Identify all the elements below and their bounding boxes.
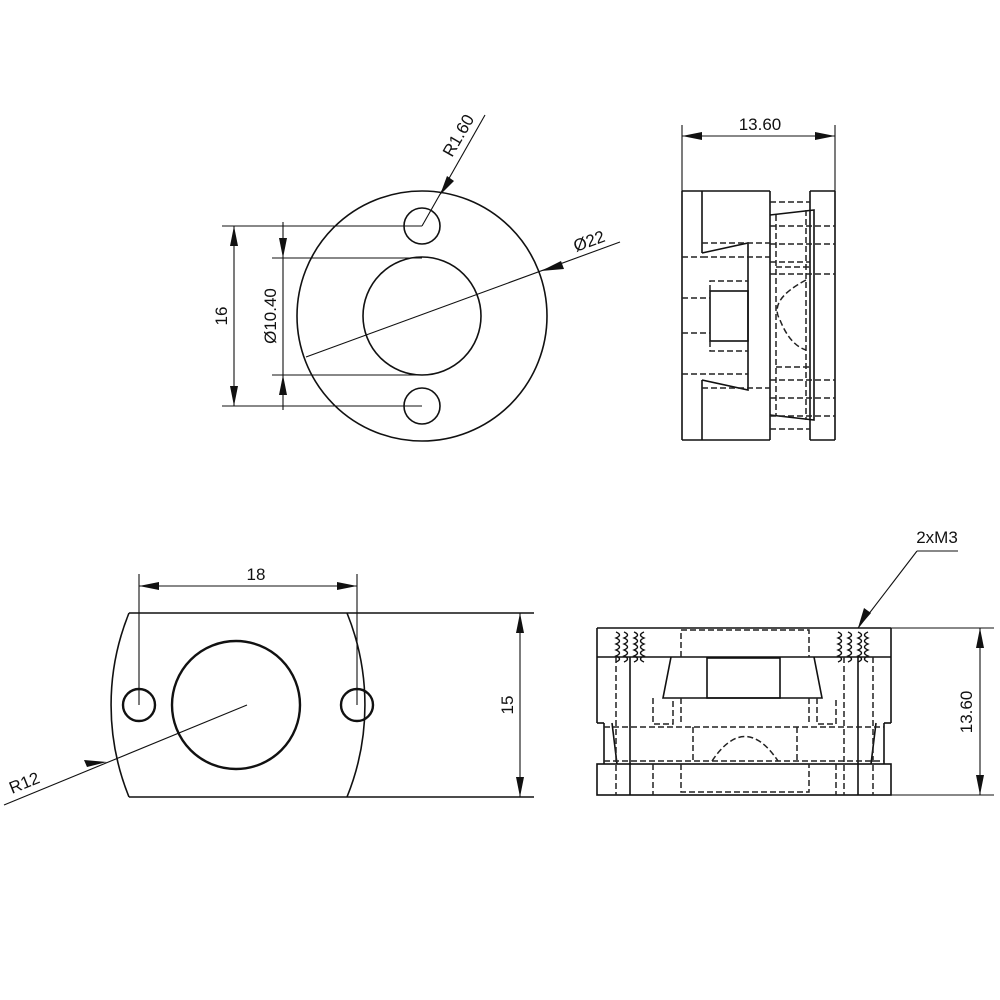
view-cut-flange-front: 18 15 R12 — [3, 565, 534, 806]
outer-circle — [296, 190, 548, 442]
left-arc — [110, 612, 130, 798]
dim-label-bore-diameter: Ø10.40 — [261, 288, 280, 344]
dim-label-hole-radius: R1.60 — [439, 111, 478, 160]
view-round-flange-front: 16 Ø10.40 Ø22 R1.60 — [212, 111, 621, 442]
dim-label-outer-diameter: Ø22 — [571, 227, 608, 256]
dim-label-thickness-bottom: 13.60 — [957, 691, 976, 734]
thread-callout-label: 2xM3 — [916, 528, 958, 547]
center-bore — [170, 639, 302, 771]
view-side-section-top: 13.60 — [681, 115, 836, 441]
dim-label-thickness-top: 13.60 — [739, 115, 782, 134]
right-arc — [346, 612, 366, 798]
dim-label-height-15: 15 — [498, 696, 517, 715]
leader-outer-diameter — [305, 241, 621, 358]
leader-edge-radius — [3, 704, 248, 806]
dim-label-hole-spacing-18: 18 — [247, 565, 266, 584]
bore-circle — [362, 256, 482, 376]
dim-label-edge-radius: R12 — [6, 768, 42, 797]
thread-hole-left — [614, 631, 646, 663]
leader-hole-radius — [421, 114, 486, 227]
thread-hole-right — [836, 631, 870, 663]
view-side-threaded: 2xM3 13.60 — [596, 528, 994, 796]
dim-label-hole-spacing-16: 16 — [212, 307, 231, 326]
